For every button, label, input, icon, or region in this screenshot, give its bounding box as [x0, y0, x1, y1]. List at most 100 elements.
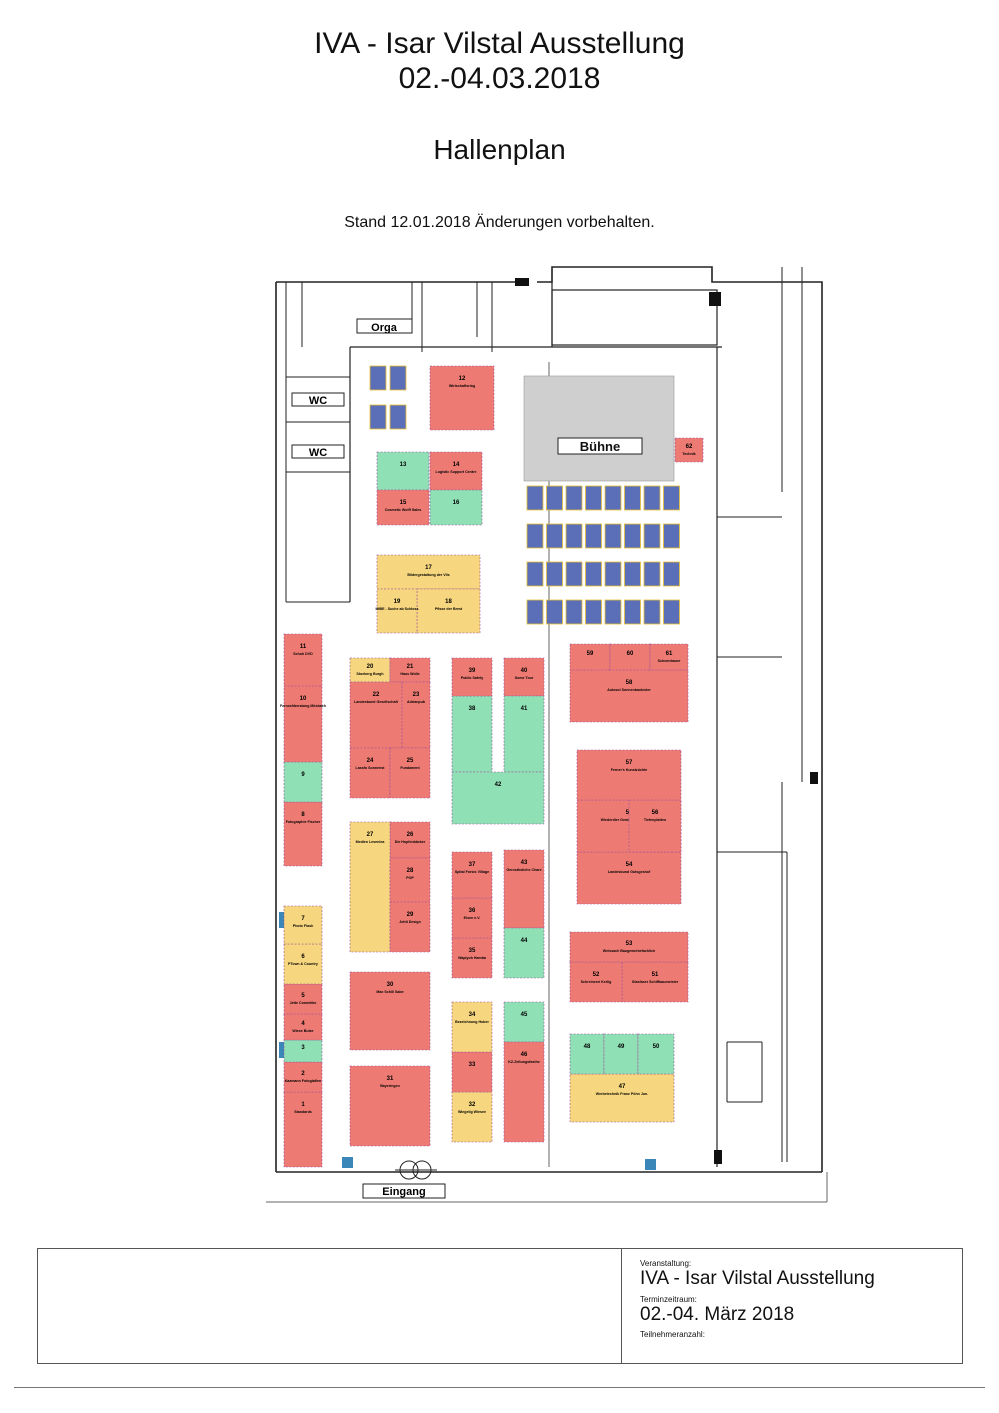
booth-name: Photo Flash	[293, 924, 314, 928]
booth-number: 5	[301, 993, 305, 999]
booth-number: 30	[387, 982, 394, 988]
booth-box	[576, 851, 682, 905]
booth-number: 39	[469, 668, 476, 674]
booth-number: 51	[652, 972, 659, 978]
booth-49: 49	[603, 1033, 639, 1075]
booth-41: 41	[503, 695, 545, 773]
seat-row	[565, 599, 583, 625]
booth-name: Landesbund Gutsgeshof	[608, 870, 651, 874]
booth-box	[401, 681, 431, 749]
booth-box	[451, 657, 493, 697]
booth-number: 59	[587, 651, 594, 657]
booth-38: 38	[451, 695, 493, 773]
booth-number: 33	[469, 1062, 476, 1068]
booth-box	[451, 1051, 493, 1093]
booth-name: Weissach Baugewerbefachlich	[603, 949, 655, 953]
booth-number: 27	[367, 832, 374, 838]
info-divider	[621, 1249, 622, 1363]
booth-13: 13	[376, 451, 430, 491]
booth-name: Bayeringen	[380, 1084, 400, 1088]
booth-number: 17	[425, 565, 432, 571]
seat-row	[389, 404, 407, 430]
booth-box	[283, 905, 323, 945]
seat-row	[663, 485, 680, 511]
booth-name: Fernsehberatung Mösbach	[280, 704, 326, 708]
booth-name: Wiese Butze	[292, 1029, 313, 1033]
booth-number: 23	[413, 692, 420, 698]
seat-row	[369, 404, 387, 430]
booth-box	[349, 821, 391, 953]
booth-45: 45	[503, 1001, 545, 1043]
booth-number: 9	[301, 772, 305, 778]
booth-number: 52	[593, 972, 600, 978]
booth-50: 50	[637, 1033, 675, 1075]
booth-name: Medien Lesenlea	[356, 840, 386, 844]
booth-name: Max Schill Sabe	[376, 990, 403, 994]
booth-number: 32	[469, 1102, 476, 1108]
booth-box	[283, 1061, 323, 1093]
booth-number: 38	[469, 706, 476, 712]
booth-number: 7	[301, 916, 305, 922]
booth-3: 3	[283, 1039, 323, 1063]
booth-box	[283, 983, 323, 1015]
booth-box	[503, 657, 545, 697]
booth-name: Logistic Support Centre	[436, 470, 477, 474]
period-label: Terminzeitraum:	[640, 1295, 697, 1304]
booth-number: 24	[367, 758, 374, 764]
booth-number: 43	[521, 860, 528, 866]
booth-number: 44	[521, 938, 528, 944]
booth-59: 59	[569, 643, 611, 671]
booth-number: 40	[521, 668, 528, 674]
booth-name: Some Tour	[515, 676, 534, 680]
booth-number: 3	[301, 1045, 305, 1051]
booth-number: 45	[521, 1012, 528, 1018]
booth-box	[674, 437, 704, 463]
entrance-label: Eingang	[382, 1186, 425, 1198]
booth-name: Schoenbauer	[658, 659, 681, 663]
seat-row	[526, 485, 544, 511]
booth-name: Standards	[294, 1110, 312, 1114]
booth-name: Adrianpub	[407, 700, 426, 704]
booth-box	[451, 771, 545, 825]
booth-box	[503, 927, 545, 979]
booth-box	[389, 657, 431, 683]
booth-name: Glasfaser Schiffbaumeister	[632, 980, 679, 984]
booth-name: Landesbund Gesellschaft	[354, 700, 399, 704]
booth-number: 20	[367, 664, 374, 670]
booth-name: Wiegelig Wiesee	[458, 1110, 486, 1114]
booth-box	[349, 657, 391, 683]
booth-number: 28	[407, 868, 414, 874]
booth-number: 16	[453, 500, 460, 506]
booth-box	[389, 857, 431, 903]
booth-number: 8	[301, 812, 305, 818]
booth-box	[416, 588, 481, 634]
booth-box	[283, 801, 323, 867]
seat-row	[369, 365, 387, 391]
booth-number: 22	[373, 692, 380, 698]
booth-number: 61	[666, 651, 673, 657]
booth-60: 60	[609, 643, 651, 671]
